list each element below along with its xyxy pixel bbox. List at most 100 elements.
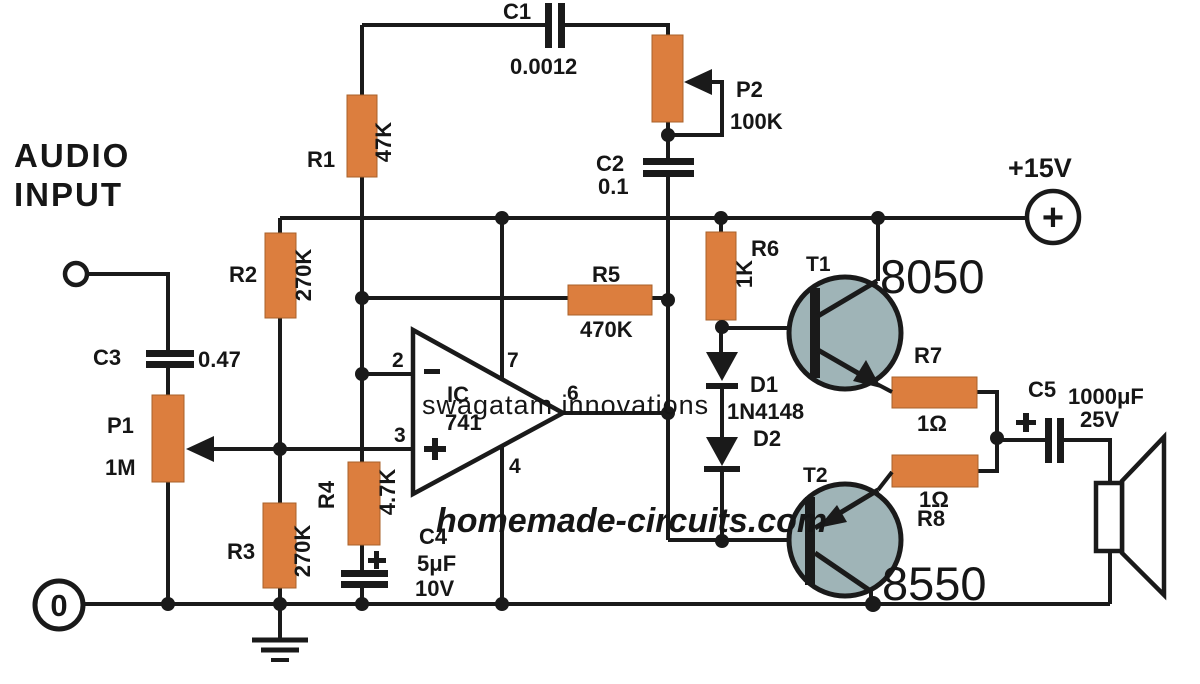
- capacitor-c4: [341, 551, 388, 588]
- c1-value: 0.0012: [510, 54, 577, 79]
- opamp-pin6-label: 6: [567, 382, 579, 405]
- r3-value: 270K: [290, 525, 315, 578]
- t2-part-number: 8550: [882, 557, 987, 610]
- potentiometer-p1: [151, 394, 214, 483]
- t1-part-number: 8050: [880, 250, 985, 303]
- opamp-pin7-label: 7: [507, 349, 519, 372]
- resistor-r1: [346, 94, 378, 178]
- opamp-plus-icon: [424, 438, 446, 460]
- wire-input-to-c3: [87, 272, 170, 350]
- pot-p2-body: [651, 34, 684, 123]
- c5-value: 1000μF: [1068, 384, 1144, 409]
- p1-ref: P1: [107, 413, 134, 438]
- t1-emitter-arrow-icon: [853, 360, 881, 388]
- c5-ref: C5: [1028, 377, 1056, 402]
- c2-value: 0.1: [598, 174, 629, 199]
- wire-r7-r8-link: [977, 390, 999, 473]
- r6-ref: R6: [751, 236, 779, 261]
- d1-ref: D1: [750, 372, 778, 397]
- c3-ref: C3: [93, 345, 121, 370]
- pot-p2-wiper-arrow: [684, 69, 712, 95]
- opamp-part-number: 741: [445, 410, 482, 435]
- wire-p2-wiper: [668, 80, 724, 137]
- resistor-r4: [347, 461, 381, 546]
- c2-ref: C2: [596, 151, 624, 176]
- gray-watermark: swagatam innovations: [422, 390, 709, 420]
- potentiometer-p2: [651, 34, 712, 123]
- r4-value: 4.7K: [375, 469, 400, 516]
- zero-volt-terminal: 0: [32, 578, 86, 632]
- t2-ref: T2: [803, 464, 828, 487]
- audio-input-label-1: AUDIO: [14, 137, 130, 174]
- resistor-r3: [262, 502, 297, 589]
- resistor-r6: [705, 231, 737, 321]
- r7-ref: R7: [914, 343, 942, 368]
- p1-value: 1M: [105, 455, 136, 480]
- resistor-r7: [891, 376, 978, 409]
- p2-ref: P2: [736, 77, 763, 102]
- junction-dots: [161, 128, 1004, 612]
- r2-ref: R2: [229, 262, 257, 287]
- speaker-icon: [1093, 431, 1167, 601]
- resistor-r8: [891, 454, 979, 488]
- capacitor-c2: [643, 158, 694, 177]
- t1-base-bar: [810, 288, 820, 378]
- r3-ref: R3: [227, 539, 255, 564]
- r8-value: 1Ω: [919, 487, 949, 512]
- r5-ref: R5: [592, 262, 620, 287]
- c5-voltage: 25V: [1080, 407, 1119, 432]
- opamp-pin4-label: 4: [509, 455, 521, 478]
- c5-polarity-plus-icon: [1016, 413, 1036, 432]
- audio-input-terminal: [62, 260, 90, 288]
- t1-collector-line: [816, 278, 879, 319]
- diode-d1: [706, 352, 738, 389]
- c4-ref: C4: [419, 524, 448, 549]
- supply-terminal: +: [1024, 188, 1082, 246]
- transistor-t2: [786, 470, 904, 599]
- r5-value: 470K: [580, 317, 633, 342]
- opamp-triangle: [410, 326, 568, 498]
- ground-symbol: [252, 637, 308, 662]
- c4-polarity-plus-icon: [368, 551, 386, 569]
- p2-value: 100K: [730, 109, 783, 134]
- wire-c5-to-speaker: [1064, 438, 1112, 483]
- opamp-name: IC: [447, 382, 469, 407]
- t2-emitter-to-r8: [876, 470, 894, 492]
- r4-ref: R4: [314, 480, 339, 509]
- opamp-pin3-label: 3: [394, 424, 406, 447]
- d2-ref: D2: [753, 426, 781, 451]
- diode-part-number: 1N4148: [727, 399, 804, 424]
- supply-plus-icon: +: [1042, 197, 1064, 239]
- c3-value: 0.47: [198, 347, 241, 372]
- opamp-ic741: [410, 326, 568, 498]
- capacitor-c5: [1016, 413, 1064, 463]
- speaker-cone: [1119, 431, 1167, 601]
- t2-collector-line: [813, 550, 874, 595]
- capacitor-c1: [545, 3, 565, 48]
- diode-d2: [704, 437, 740, 472]
- zero-terminal-label: 0: [50, 588, 67, 623]
- c1-ref: C1: [503, 0, 531, 24]
- audio-input-label-2: INPUT: [14, 176, 123, 213]
- opamp-pin2-label: 2: [392, 349, 404, 372]
- resistor-r2: [264, 232, 297, 319]
- capacitor-c3: [146, 350, 194, 368]
- t2-base-bar: [805, 497, 815, 585]
- pot-p1-wiper-arrow: [186, 436, 214, 462]
- r1-value: 47K: [371, 122, 396, 162]
- r2-value: 270K: [291, 249, 316, 302]
- wires: [85, 23, 1112, 638]
- speaker-driver: [1093, 480, 1125, 554]
- resistor-r5: [567, 284, 653, 316]
- r1-ref: R1: [307, 147, 335, 172]
- pot-p1-body: [151, 394, 185, 483]
- r8-ref: R8: [917, 506, 945, 531]
- t2-body: [786, 481, 904, 599]
- transistor-t1: [786, 274, 904, 394]
- r7-value: 1Ω: [917, 411, 947, 436]
- c4-voltage: 10V: [415, 576, 454, 601]
- supply-voltage-label: +15V: [1008, 153, 1072, 183]
- t2-emitter-arrow-icon: [818, 505, 847, 528]
